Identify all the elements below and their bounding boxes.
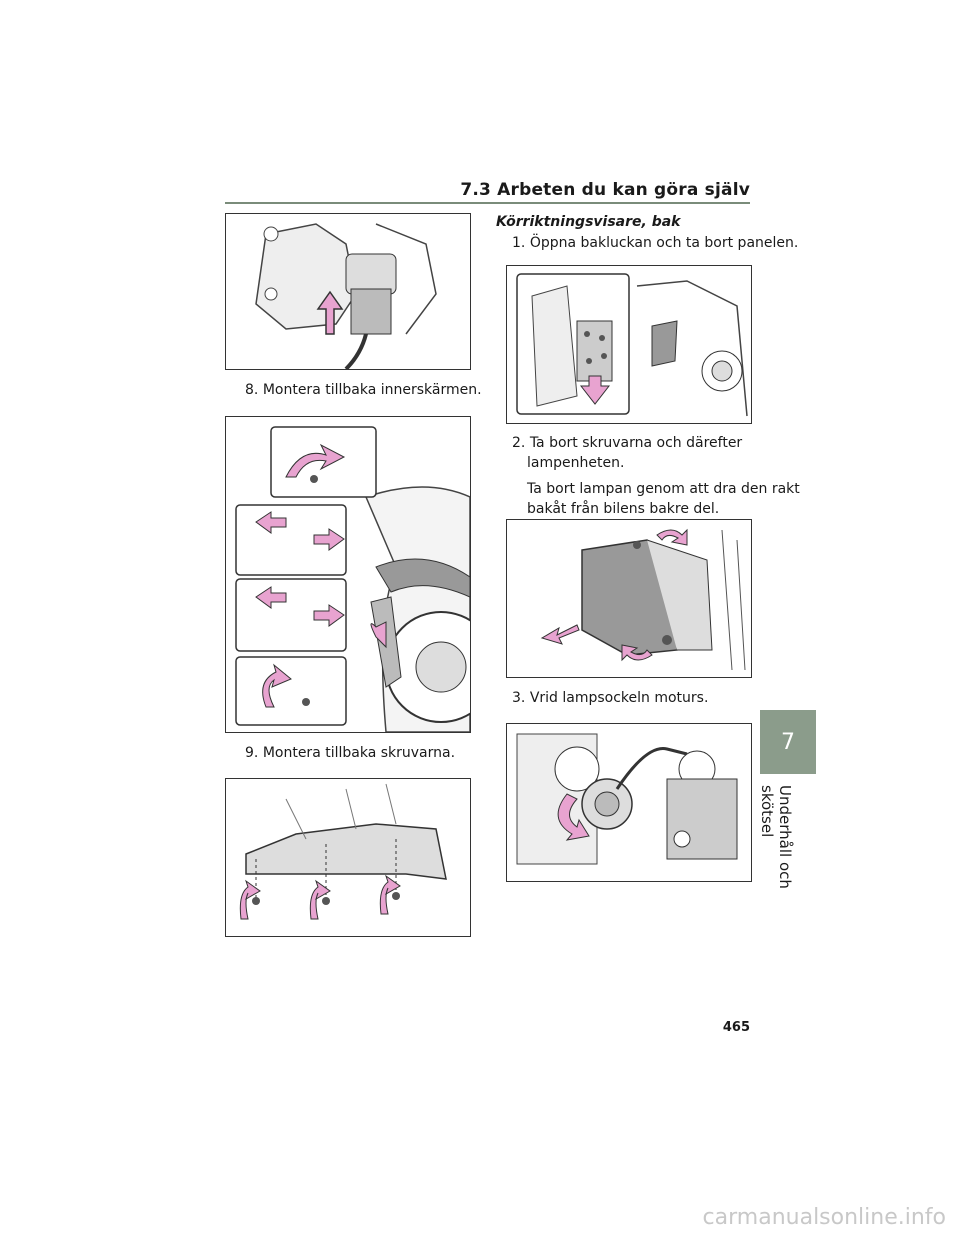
step-1-text: Öppna bakluckan och ta bort panelen. <box>529 235 799 251</box>
step-2-note1: Ta bort lampan genom att dra den rakt <box>527 481 800 497</box>
chapter-label: Underhåll och skötsel <box>758 785 794 889</box>
section-title: 7.3 Arbeten du kan göra själv <box>460 180 750 200</box>
step-9-text: Montera tillbaka skruvarna. <box>262 745 456 761</box>
header-rule <box>225 202 750 204</box>
page-number: 465 <box>722 1020 750 1035</box>
chapter-number: 7 <box>781 729 795 755</box>
step-3-number: 3. <box>512 690 526 706</box>
step-8-text: Montera tillbaka innerskärmen. <box>262 382 482 398</box>
step-2-line2: lampenheten. <box>527 455 625 471</box>
step-2-number: 2. <box>512 435 526 451</box>
subheading-rear-turn-signal: Körriktningsvisare, bak <box>496 214 681 230</box>
figure-panel-removal <box>506 265 752 424</box>
watermark: carmanualsonline.info <box>702 1205 946 1230</box>
step-2-line1: Ta bort skruvarna och därefter <box>529 435 743 451</box>
step-3: 3. Vrid lampsockeln moturs. <box>512 688 708 708</box>
step-1: 1. Öppna bakluckan och ta bort panelen. <box>512 233 798 253</box>
figure-inner-fender <box>225 416 471 733</box>
chapter-tab[interactable]: 7 <box>760 710 816 774</box>
step-9: 9. Montera tillbaka skruvarna. <box>245 743 455 763</box>
step-2-note2: bakåt från bilens bakre del. <box>527 501 720 517</box>
figure-bulb-connector <box>225 213 471 370</box>
figure-lamp-unit <box>506 519 752 678</box>
step-8: 8. Montera tillbaka innerskärmen. <box>245 380 482 400</box>
figure-lamp-socket <box>506 723 752 882</box>
step-9-number: 9. <box>245 745 259 761</box>
step-1-number: 1. <box>512 235 526 251</box>
step-8-number: 8. <box>245 382 259 398</box>
step-2: 2. Ta bort skruvarna och därefter lampen… <box>512 433 800 519</box>
figure-screws <box>225 778 471 937</box>
step-3-text: Vrid lampsockeln moturs. <box>529 690 709 706</box>
